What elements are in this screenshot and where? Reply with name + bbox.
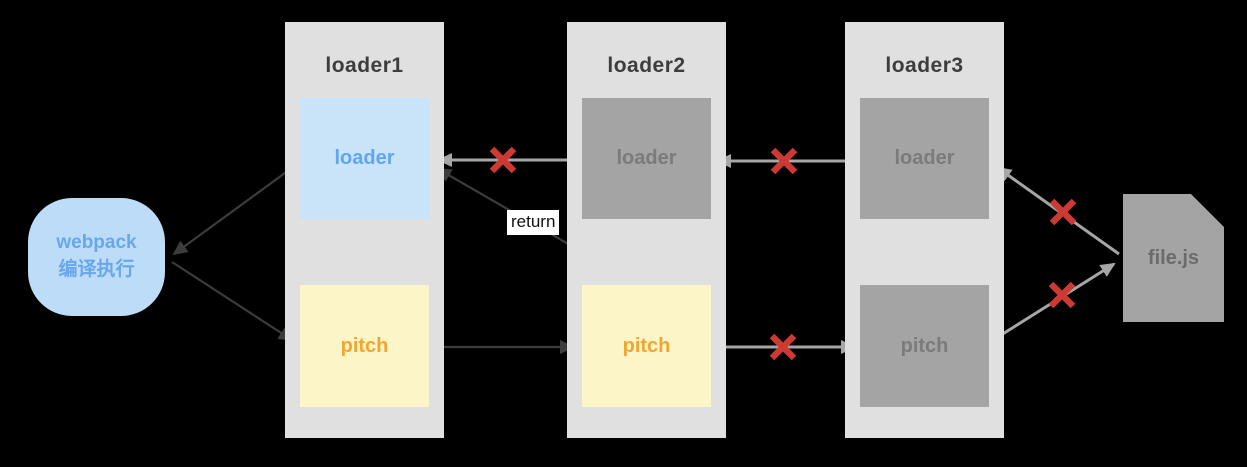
blocked-x-icon: [1048, 281, 1076, 309]
loader3-column: loader3 loader pitch: [845, 22, 1004, 438]
file-js-label: file.js: [1147, 246, 1200, 269]
webpack-node-label-line1: webpack: [56, 232, 137, 254]
loader2-column: loader2 loader pitch: [567, 22, 726, 438]
blocked-x-icon: [1049, 198, 1077, 226]
loader2-pitch-label: pitch: [622, 334, 671, 357]
loader2-loader-label: loader: [616, 147, 677, 169]
loader1-pitch-box: pitch: [300, 285, 429, 407]
file-js-node: file.js: [1123, 194, 1224, 322]
loader1-pitch-label: pitch: [340, 334, 389, 357]
webpack-node-label-line2: 编译执行: [58, 259, 135, 280]
arrow-loader1-to-webpack: [172, 161, 301, 256]
blocked-x-icon: [489, 146, 517, 174]
loader3-pitch-box: pitch: [860, 285, 989, 407]
loader2-column-title: loader2: [607, 54, 686, 77]
loader2-loader-box: loader: [582, 98, 711, 219]
loader3-pitch-label: pitch: [900, 334, 949, 357]
webpack-node: webpack 编译执行: [28, 198, 165, 316]
arrow-file-to-loader3-blocked: [996, 166, 1120, 256]
loader1-column-title: loader1: [325, 54, 404, 77]
loader3-column-title: loader3: [885, 54, 964, 77]
arrow-pitch3-to-file-blocked: [989, 262, 1116, 344]
blocked-x-icon: [770, 147, 798, 175]
arrow-webpack-to-pitch1: [171, 261, 294, 342]
loader3-loader-box: loader: [860, 98, 989, 219]
loader1-column: loader1 loader pitch: [285, 22, 444, 438]
loader1-loader-label: loader: [334, 147, 395, 169]
loader1-loader-box: loader: [300, 98, 429, 219]
loader2-pitch-box: pitch: [582, 285, 711, 407]
blocked-x-icon: [769, 333, 797, 361]
return-label: return: [507, 210, 560, 235]
loader3-loader-label: loader: [894, 147, 955, 169]
